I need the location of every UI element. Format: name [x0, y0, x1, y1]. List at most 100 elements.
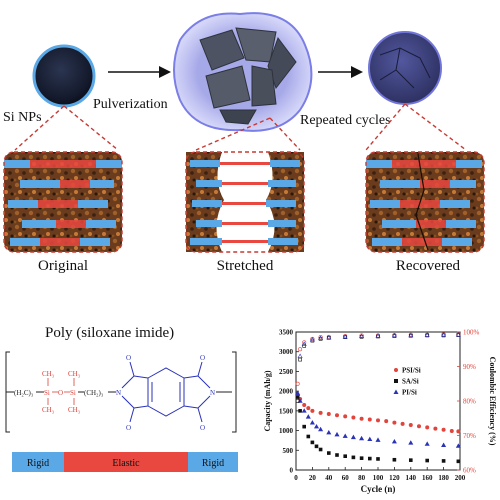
y-right-tick-label: 70%: [463, 432, 476, 440]
point-ce-pi-si: [297, 353, 303, 358]
legend-marker-pi: [393, 389, 399, 394]
recovered-label: Recovered: [396, 258, 461, 274]
point-ce-pi-si: [342, 334, 348, 339]
point-pi-si: [326, 429, 332, 435]
point-psi-si: [392, 420, 397, 425]
point-pi-si: [318, 426, 324, 432]
point-ce-pi-si: [441, 332, 447, 337]
point-psi-si: [456, 429, 461, 434]
si-atom-1: Si: [44, 389, 50, 397]
pulverization-label: Pulverization: [93, 97, 168, 112]
x-tick-label: 80: [358, 474, 366, 482]
point-pi-si: [408, 440, 414, 445]
carbonyl-o-3: O: [200, 354, 205, 362]
point-pi-si: [375, 437, 381, 442]
x-tick-label: 20: [309, 474, 317, 482]
point-ce-pi-si: [375, 333, 381, 338]
point-pi-si: [305, 414, 311, 419]
segment-bar: Rigid Elastic Rigid: [12, 452, 238, 472]
point-pi-si: [334, 431, 340, 437]
point-ce-psi-si: [295, 381, 300, 386]
legend-marker-sa: [394, 379, 398, 383]
stretched-panel: [185, 151, 305, 253]
point-ce-sa-si: [295, 399, 300, 403]
pulverized-particle: [173, 12, 313, 132]
point-sa-si: [456, 459, 461, 464]
y-right-tick-label: 90%: [463, 363, 476, 371]
point-ce-pi-si: [359, 333, 365, 338]
y-tick-label: 0: [290, 467, 294, 475]
y-right-tick-label: 60%: [463, 467, 476, 475]
point-pi-si: [391, 439, 397, 444]
y-right-tick-label: 100%: [463, 329, 480, 337]
point-psi-si: [306, 406, 311, 411]
legend-label: PSI/Si: [402, 367, 421, 375]
x-tick-label: 100: [373, 474, 384, 482]
structure-title: Poly (siloxane imide): [45, 325, 174, 341]
point-psi-si: [433, 426, 438, 431]
y-tick-label: 1500: [279, 407, 294, 415]
point-pi-si: [301, 408, 307, 413]
point-psi-si: [359, 416, 364, 421]
point-pi-si: [424, 441, 430, 446]
point-sa-si: [425, 458, 430, 463]
recovered-panel: [365, 151, 485, 253]
point-sa-si: [351, 455, 356, 460]
x-tick-label: 0: [294, 474, 298, 482]
point-pi-si: [359, 435, 365, 441]
carbonyl-o-2: O: [126, 424, 131, 432]
point-psi-si: [400, 421, 405, 426]
point-psi-si: [384, 419, 389, 424]
point-psi-si: [408, 423, 413, 428]
oxygen-atom: O: [58, 389, 63, 397]
rigid-left-label: Rigid: [27, 458, 49, 469]
point-psi-si: [318, 410, 323, 415]
point-ce-pi-si: [301, 341, 307, 346]
y-tick-label: 500: [283, 447, 294, 455]
point-ce-pi-si: [424, 332, 430, 337]
point-pi-si: [367, 436, 373, 442]
point-pi-si: [313, 424, 320, 429]
elastic-label: Elastic: [112, 458, 140, 469]
point-psi-si: [334, 413, 339, 418]
point-sa-si: [367, 456, 372, 461]
nitrogen-atom-2: N: [210, 389, 215, 397]
point-ce-pi-si: [455, 332, 461, 337]
point-ce-pi-si: [326, 334, 332, 340]
ch3-bottom-1: CH₃: [42, 406, 55, 414]
point-pi-si: [350, 434, 356, 440]
legend-label: SA/Si: [402, 378, 419, 386]
y-tick-label: 3500: [279, 329, 294, 337]
y-right-tick-label: 80%: [463, 398, 476, 406]
point-pi-si: [309, 420, 315, 425]
point-sa-si: [310, 440, 315, 445]
x-tick-label: 60: [342, 474, 350, 482]
x-tick-label: 160: [422, 474, 433, 482]
point-sa-si: [298, 409, 302, 413]
point-psi-si: [310, 408, 315, 413]
point-psi-si: [351, 415, 356, 420]
point-psi-si: [375, 418, 380, 423]
point-psi-si: [425, 425, 430, 430]
point-sa-si: [306, 434, 311, 439]
x-axis-label: Cycle (n): [361, 484, 396, 494]
si-atom-2: Si: [70, 389, 76, 397]
y-tick-label: 3000: [279, 348, 294, 356]
stretched-label: Stretched: [217, 258, 274, 274]
x-tick-label: 140: [406, 474, 417, 482]
point-psi-si: [326, 412, 331, 417]
point-pi-si: [455, 443, 461, 448]
point-sa-si: [408, 458, 413, 462]
point-sa-si: [314, 444, 319, 449]
y-tick-label: 1000: [279, 427, 294, 435]
ch3-bottom-2: CH₃: [68, 406, 81, 414]
point-psi-si: [343, 414, 348, 419]
ch2-left: (H₂C)₃: [14, 389, 34, 397]
ch3-top-1: CH₃: [42, 370, 55, 378]
point-sa-si: [359, 456, 364, 460]
point-sa-si: [441, 459, 446, 463]
point-sa-si: [376, 457, 380, 461]
y-axis-label: Capacity (mAh/g): [263, 370, 272, 431]
